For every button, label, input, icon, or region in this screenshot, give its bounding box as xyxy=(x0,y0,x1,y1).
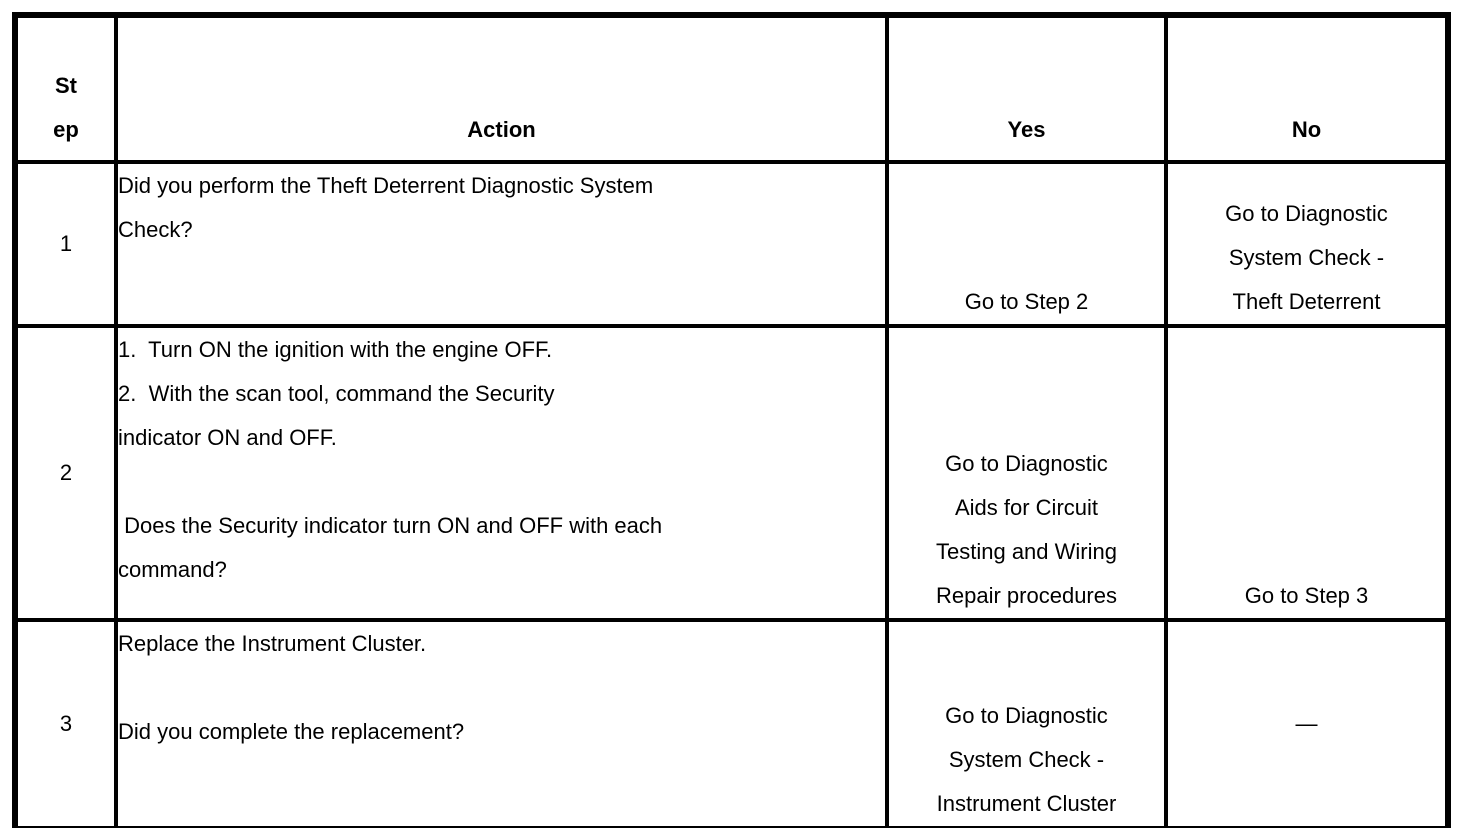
step-3-number: 3 xyxy=(13,618,118,828)
step-3-action: Replace the Instrument Cluster. Did you … xyxy=(114,618,889,828)
step-1-no: Go to Diagnostic System Check - Theft De… xyxy=(1164,160,1450,328)
step-2-yes: Go to Diagnostic Aids for Circuit Testin… xyxy=(885,324,1168,622)
table-row: 1 Did you perform the Theft Deterrent Di… xyxy=(13,160,1450,328)
step-2-number: 2 xyxy=(13,324,118,622)
diagnostic-table: St ep Action Yes No 1 Did you perform th… xyxy=(12,12,1451,828)
step-3-no: — xyxy=(1164,618,1450,828)
step-1-number: 1 xyxy=(13,160,118,328)
header-step: St ep xyxy=(13,13,118,164)
step-2-no: Go to Step 3 xyxy=(1164,324,1450,622)
step-3-yes: Go to Diagnostic System Check - Instrume… xyxy=(885,618,1168,828)
header-action: Action xyxy=(114,13,889,164)
header-yes: Yes xyxy=(885,13,1168,164)
table-header-row: St ep Action Yes No xyxy=(13,13,1450,164)
table-row: 3 Replace the Instrument Cluster. Did yo… xyxy=(13,618,1450,828)
step-1-action: Did you perform the Theft Deterrent Diag… xyxy=(114,160,889,328)
header-no: No xyxy=(1164,13,1450,164)
table-row: 2 1. Turn ON the ignition with the engin… xyxy=(13,324,1450,622)
step-1-yes: Go to Step 2 xyxy=(885,160,1168,328)
step-2-action: 1. Turn ON the ignition with the engine … xyxy=(114,324,889,622)
